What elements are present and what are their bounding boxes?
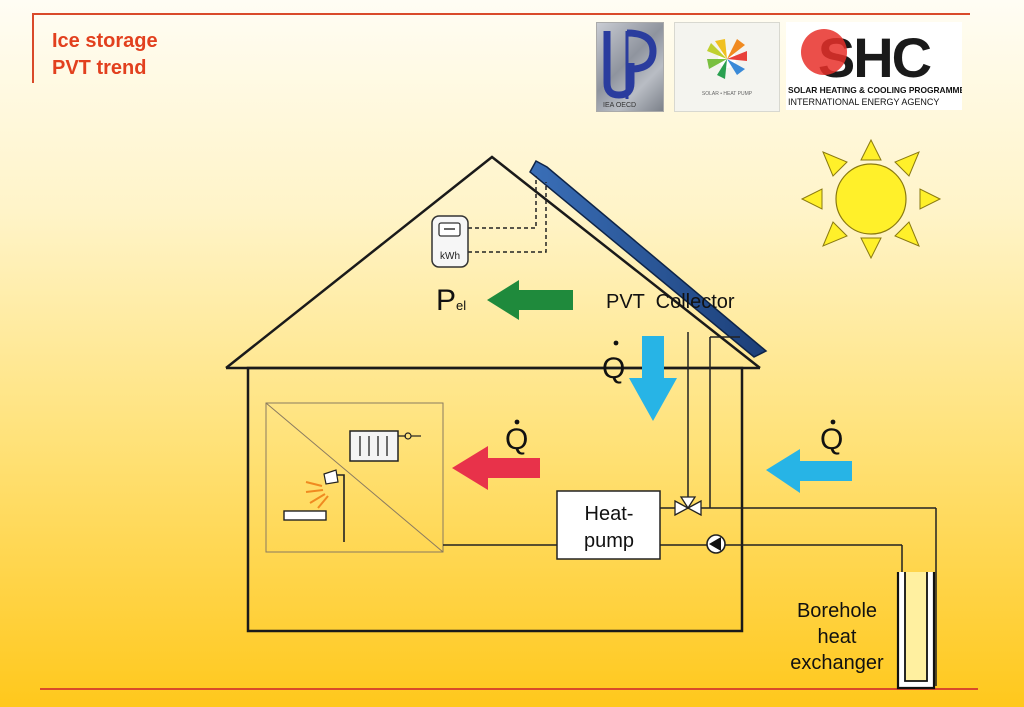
circulation-pump-icon xyxy=(706,534,726,554)
q-dot-interior xyxy=(514,419,520,425)
pel-subscript: el xyxy=(456,298,466,313)
sun-icon xyxy=(800,138,942,260)
heat-pump-box xyxy=(556,490,661,560)
heat-pump-label-line2: pump xyxy=(584,530,634,552)
q-dot-ground xyxy=(830,419,836,425)
meter-wire-upper xyxy=(468,176,537,229)
slide-title: Ice storage PVT trend xyxy=(52,28,158,82)
iea-hpp-logo: IEA OECD xyxy=(596,22,664,112)
kwh-meter-icon: kWh xyxy=(431,215,469,268)
q-dot-collector xyxy=(613,340,619,346)
pvt-collector-label: PVT Collector xyxy=(606,291,735,313)
shc-line-1: SOLAR HEATING & COOLING PROGRAMME xyxy=(788,85,962,95)
title-line-2: PVT trend xyxy=(52,57,147,79)
solar-heat-pump-logo: SOLAR • HEAT PUMP xyxy=(674,22,780,112)
borehole-label-line3: exchanger xyxy=(790,652,884,674)
q-label-interior: Q xyxy=(505,423,528,456)
q-label-ground: Q xyxy=(820,423,843,456)
shp-logo-text: SOLAR • HEAT PUMP xyxy=(702,91,753,97)
three-way-valve-icon xyxy=(674,496,702,517)
meter-unit-label: kWh xyxy=(440,251,460,262)
consumer-box xyxy=(265,402,444,553)
side-rule xyxy=(32,13,34,83)
pel-main: P xyxy=(436,284,456,317)
meter-wire-lower xyxy=(468,182,547,253)
borehole-u-tube-inner xyxy=(904,572,928,682)
q-label-collector: Q xyxy=(602,352,625,385)
electric-power-arrow xyxy=(487,280,573,320)
heat-pump-label-line1: Heat- xyxy=(585,503,634,525)
borehole-label-line2: heat xyxy=(818,626,857,648)
pel-label: Pel xyxy=(436,284,466,317)
hpp-logo-text: IEA OECD xyxy=(603,102,636,109)
borehole-label-line1: Borehole xyxy=(797,600,877,622)
radiator-icon xyxy=(349,430,421,462)
house-roof xyxy=(225,155,761,369)
top-rule xyxy=(32,13,970,15)
pvt-collector-panel xyxy=(529,159,768,358)
house-walls xyxy=(246,366,744,633)
consumer-box-diagonal xyxy=(265,402,444,553)
shc-iea-logo: SHC SOLAR HEATING & COOLING PROGRAMME IN… xyxy=(786,22,966,110)
shc-logo-mark: SHC SOLAR HEATING & COOLING PROGRAMME IN… xyxy=(786,24,966,107)
shower-icon xyxy=(283,469,345,542)
collector-heat-arrow xyxy=(629,336,677,421)
ground-heat-arrow xyxy=(766,449,852,493)
shc-line-2: INTERNATIONAL ENERGY AGENCY xyxy=(788,97,939,107)
solar-heat-pump-mark: SOLAR • HEAT PUMP xyxy=(702,39,753,97)
bottom-rule xyxy=(40,688,978,690)
title-line-1: Ice storage xyxy=(52,30,158,52)
hpp-logo-mark: IEA OECD xyxy=(603,29,657,109)
interior-heat-arrow xyxy=(452,446,540,490)
